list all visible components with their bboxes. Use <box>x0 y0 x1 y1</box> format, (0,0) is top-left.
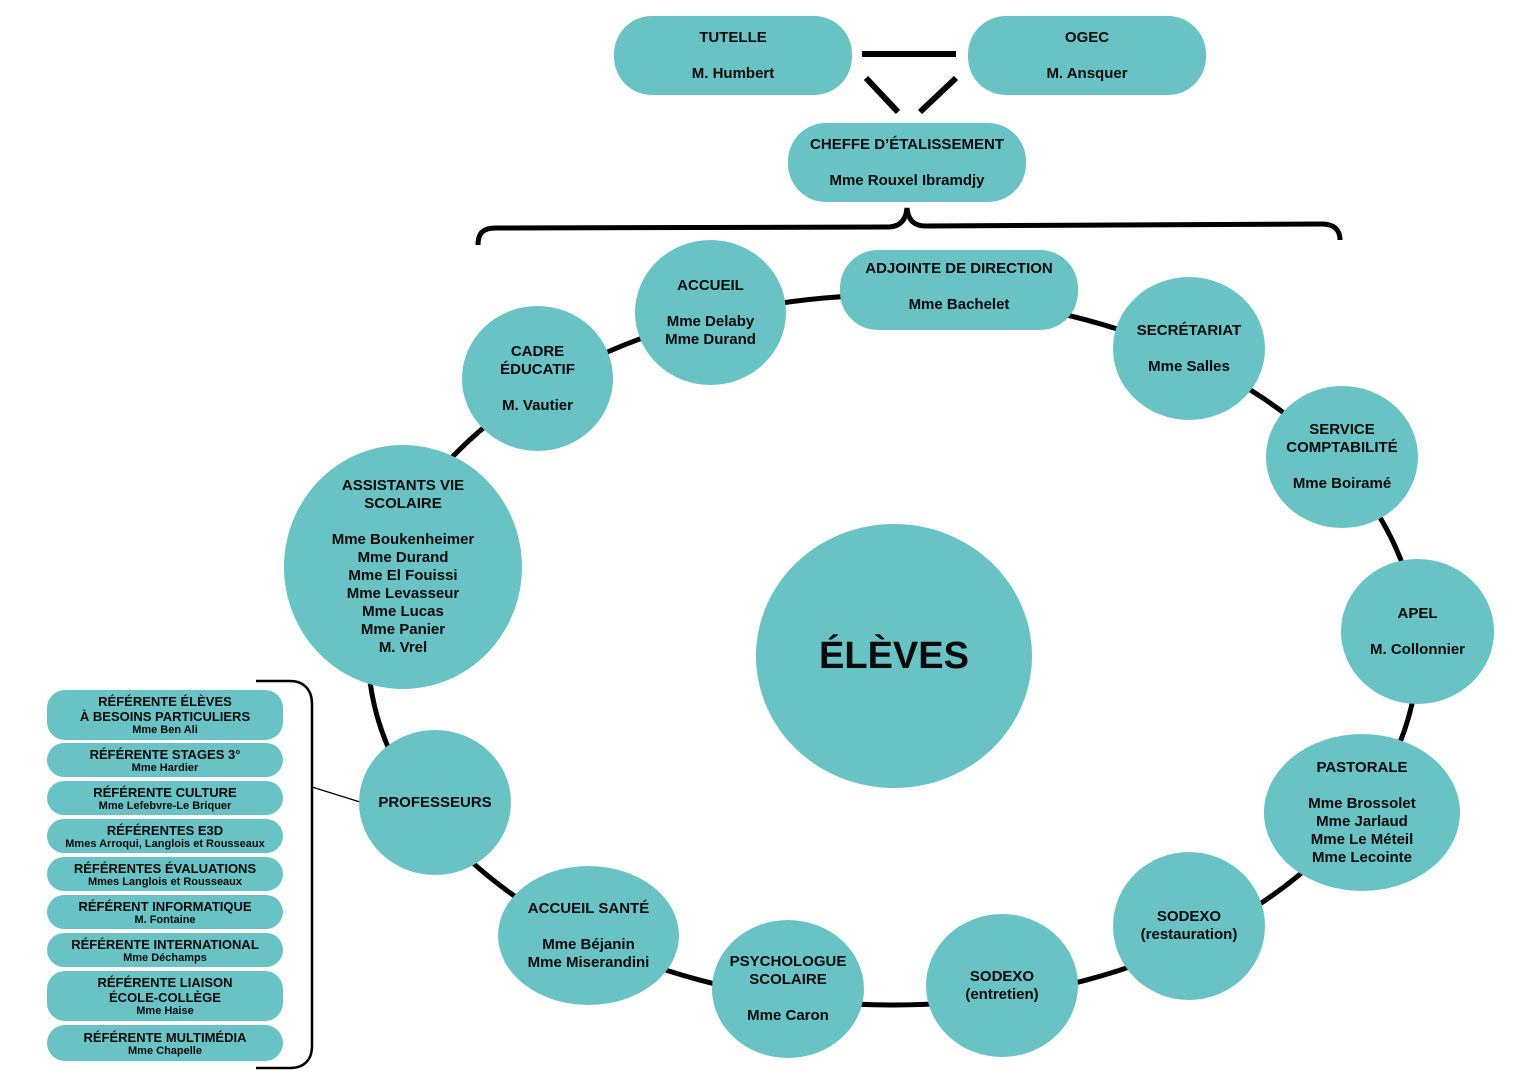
referent-title: RÉFÉRENTE ÉLÈVES À BESOINS PARTICULIERS <box>79 694 251 724</box>
referent-title: RÉFÉRENTE LIAISON ÉCOLE-COLLÈGE <box>97 975 233 1005</box>
ring-node-people: Mme Boiramé <box>1292 475 1392 492</box>
referent-person: Mmes Langlois et Rousseaux <box>87 875 243 888</box>
ring-node-title: ADJOINTE DE DIRECTION <box>865 260 1053 277</box>
head-title: CHEFFE D’ÉTALISSEMENT <box>810 135 1004 153</box>
referent-title: RÉFÉRENTES E3D <box>106 822 224 838</box>
referent-person: Mme Déchamps <box>123 951 207 964</box>
tutelle-node: TUTELLE M. Humbert <box>614 16 852 95</box>
referent-item: RÉFÉRENTE LIAISON ÉCOLE-COLLÈGE Mme Hais… <box>47 971 283 1021</box>
referent-title: RÉFÉRENTE INTERNATIONAL <box>71 936 259 952</box>
referent-item: RÉFÉRENTE CULTURE Mme Lefebvre-Le Brique… <box>47 781 283 815</box>
referent-title: RÉFÉRENTE STAGES 3° <box>89 746 241 762</box>
connector-ogec-head <box>917 75 959 115</box>
ring-node-title: PROFESSEURS <box>378 793 492 811</box>
referent-title: RÉFÉRENTES ÉVALUATIONS <box>73 860 257 876</box>
ring-node-accueil-sante: ACCUEIL SANTÉ Mme Béjanin Mme Miserandin… <box>498 866 679 1005</box>
ring-node-people: Mme Brossolet Mme Jarlaud Mme Le Méteil … <box>1308 794 1416 866</box>
ring-node-people: Mme Béjanin Mme Miserandini <box>527 935 650 971</box>
ring-node-assistants: ASSISTANTS VIE SCOLAIRE Mme Boukenheimer… <box>284 445 522 689</box>
top-brace <box>475 207 1343 246</box>
professeurs-link <box>311 786 361 803</box>
referent-title: RÉFÉRENTE MULTIMÉDIA <box>83 1029 247 1045</box>
ring-node-psychologue: PSYCHOLOGUE SCOLAIRE Mme Caron <box>712 920 864 1058</box>
ring-node-sodexo-entretien: SODEXO (entretien) <box>926 914 1078 1057</box>
head-node: CHEFFE D’ÉTALISSEMENT Mme Rouxel Ibramdj… <box>788 123 1026 202</box>
ring-node-title: APEL <box>1397 604 1438 622</box>
ring-node-professeurs: PROFESSEURS <box>359 730 511 875</box>
ogec-person: M. Ansquer <box>1046 64 1128 82</box>
eleves-title: ÉLÈVES <box>819 635 969 677</box>
referent-title: RÉFÉRENT INFORMATIQUE <box>78 898 252 914</box>
tutelle-title: TUTELLE <box>699 28 767 46</box>
referent-person: Mme Hardier <box>131 761 199 774</box>
referent-person: Mme Haise <box>136 1005 194 1017</box>
head-person: Mme Rouxel Ibramdjy <box>829 171 985 189</box>
ring-node-secretariat: SECRÉTARIAT Mme Salles <box>1113 277 1265 420</box>
referent-item: RÉFÉRENTES ÉVALUATIONS Mmes Langlois et … <box>47 857 283 891</box>
referent-item: RÉFÉRENT INFORMATIQUE M. Fontaine <box>47 895 283 929</box>
referent-item: RÉFÉRENTE INTERNATIONAL Mme Déchamps <box>47 933 283 967</box>
referent-item: RÉFÉRENTES E3D Mmes Arroqui, Langlois et… <box>47 819 283 853</box>
ring-node-cadre-educatif: CADRE ÉDUCATIF M. Vautier <box>462 306 613 451</box>
referent-title: RÉFÉRENTE CULTURE <box>93 784 237 800</box>
ring-node-title: SERVICE COMPTABILITÉ <box>1286 421 1398 456</box>
ring-node-title: ASSISTANTS VIE SCOLAIRE <box>341 477 465 512</box>
referent-item: RÉFÉRENTE STAGES 3° Mme Hardier <box>47 743 283 777</box>
eleves-node: ÉLÈVES <box>756 524 1032 788</box>
ring-node-accueil: ACCUEIL Mme Delaby Mme Durand <box>635 240 786 385</box>
ring-node-people: Mme Caron <box>747 1007 829 1024</box>
ring-node-title: ACCUEIL <box>677 276 744 294</box>
ring-node-adjointe: ADJOINTE DE DIRECTION Mme Bachelet <box>840 250 1078 330</box>
ring-node-people: M. Collonnier <box>1370 640 1465 658</box>
referent-person: Mmes Arroqui, Langlois et Rousseaux <box>65 837 265 850</box>
ring-node-title: PASTORALE <box>1316 758 1408 776</box>
connector-tutelle-head <box>863 75 901 115</box>
ring-node-comptabilite: SERVICE COMPTABILITÉ Mme Boiramé <box>1266 386 1418 528</box>
ring-node-title: SODEXO (entretien) <box>965 967 1039 1003</box>
ring-node-apel: APEL M. Collonnier <box>1341 559 1494 704</box>
ring-node-title: CADRE ÉDUCATIF <box>500 342 575 378</box>
ring-node-sodexo-restauration: SODEXO (restauration) <box>1113 852 1265 1000</box>
ring-node-title: ACCUEIL SANTÉ <box>527 899 650 917</box>
ring-node-people: Mme Bachelet <box>908 296 1010 313</box>
referent-item: RÉFÉRENTE MULTIMÉDIA Mme Chapelle <box>47 1025 283 1061</box>
referent-person: Mme Chapelle <box>128 1044 202 1057</box>
referent-person: Mme Lefebvre-Le Briquer <box>98 799 232 812</box>
ogec-node: OGEC M. Ansquer <box>968 16 1206 95</box>
ring-node-people: Mme Salles <box>1148 357 1230 375</box>
ring-node-pastorale: PASTORALE Mme Brossolet Mme Jarlaud Mme … <box>1264 734 1460 891</box>
referents-bracket <box>256 679 314 1070</box>
referent-person: M. Fontaine <box>134 913 196 926</box>
referent-item: RÉFÉRENTE ÉLÈVES À BESOINS PARTICULIERS … <box>47 690 283 740</box>
ring-node-people: Mme Delaby Mme Durand <box>665 312 756 348</box>
ring-node-title: PSYCHOLOGUE SCOLAIRE <box>729 953 847 988</box>
ring-node-title: SECRÉTARIAT <box>1136 321 1242 339</box>
ogec-title: OGEC <box>1064 28 1110 46</box>
ring-node-people: M. Vautier <box>502 396 573 414</box>
referent-person: Mme Ben Ali <box>132 724 198 736</box>
ring-node-title: SODEXO (restauration) <box>1140 908 1238 943</box>
ring-node-people: Mme Boukenheimer Mme Durand Mme El Fouis… <box>331 531 475 656</box>
tutelle-person: M. Humbert <box>691 64 775 82</box>
